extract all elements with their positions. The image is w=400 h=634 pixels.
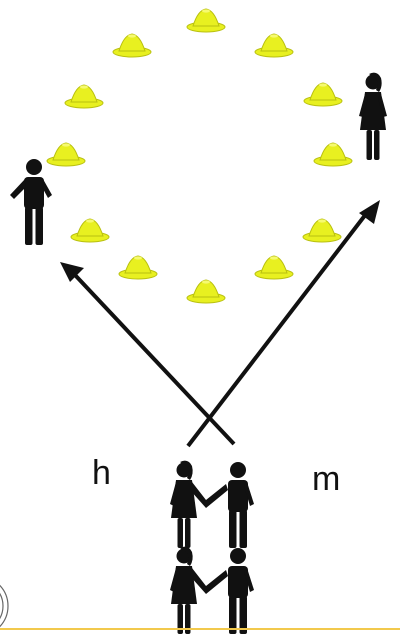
- arrow-icon: [186, 200, 380, 448]
- training-cone-icon: [186, 8, 226, 33]
- training-cone-icon: [118, 255, 158, 280]
- couple-holding-hands-icon: [170, 546, 254, 634]
- couple-holding-hands-icon: [170, 460, 254, 548]
- man-icon: [10, 159, 52, 245]
- label-h: h: [92, 454, 111, 492]
- label-m: m: [312, 460, 341, 498]
- seal-fragment: [0, 584, 9, 628]
- training-cone-icon: [303, 82, 343, 107]
- bottom-rule: [0, 628, 400, 630]
- training-cone-icon: [313, 142, 353, 167]
- training-cone-icon: [64, 84, 104, 109]
- woman-icon: [359, 72, 387, 160]
- training-cone-icon: [46, 142, 86, 167]
- training-cone-icon: [302, 218, 342, 243]
- training-cone-icon: [254, 33, 294, 58]
- training-cone-icon: [254, 255, 294, 280]
- cone-circle: [46, 8, 353, 304]
- training-cone-icon: [186, 279, 226, 304]
- arrow-icon: [60, 262, 236, 446]
- training-cone-icon: [112, 33, 152, 58]
- arrows: [60, 200, 380, 448]
- training-cone-icon: [70, 218, 110, 243]
